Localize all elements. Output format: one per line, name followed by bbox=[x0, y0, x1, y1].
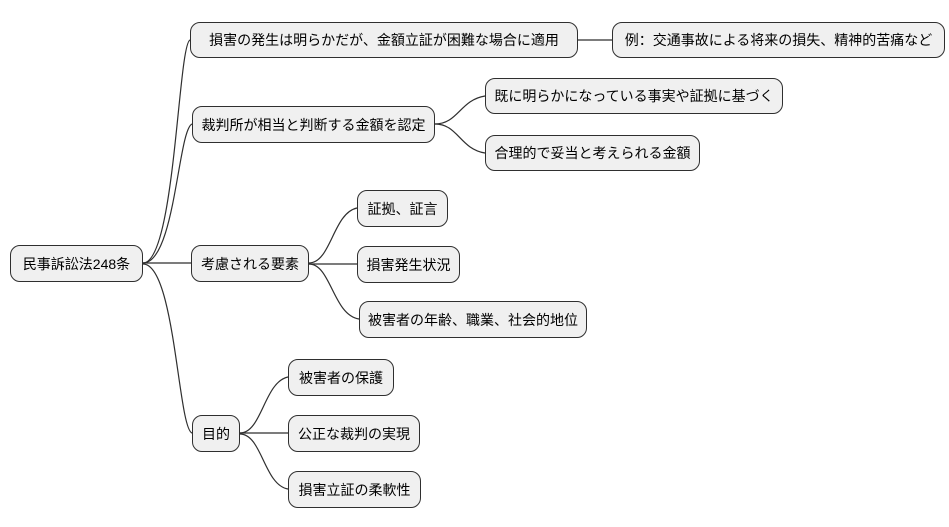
edge-branch4-to-child1 bbox=[239, 376, 289, 434]
edge-branch2-to-child1 bbox=[434, 95, 486, 125]
node-branch-3-child-1: 証拠、証言 bbox=[357, 190, 448, 227]
node-branch-4: 目的 bbox=[192, 415, 240, 452]
node-branch-2-child-1: 既に明らかになっている事実や証拠に基づく bbox=[485, 78, 783, 114]
node-branch-1-label: 損害の発生は明らかだが、金額立証が困難な場合に適用 bbox=[209, 32, 559, 48]
node-branch-2-child-2-label: 合理的で妥当と考えられる金額 bbox=[494, 145, 691, 161]
node-branch-4-child-1: 被害者の保護 bbox=[288, 359, 394, 396]
node-branch-3-child-3-label: 被害者の年齢、職業、社会的地位 bbox=[368, 311, 578, 328]
node-branch-2-label: 裁判所が相当と判断する金額を認定 bbox=[201, 116, 426, 133]
node-branch-2-child-1-label: 既に明らかになっている事実や証拠に基づく bbox=[494, 88, 774, 104]
edge-root-to-branch4 bbox=[142, 263, 193, 434]
node-branch-4-child-2-label: 公正な裁判の実現 bbox=[298, 425, 410, 442]
node-branch-1-child-1-label: 例：交通事故による将来の損失、精神的苦痛など bbox=[624, 32, 933, 48]
node-branch-3-child-2: 損害発生状況 bbox=[357, 246, 460, 283]
node-root: 民事訴訟法248条 bbox=[10, 245, 143, 282]
node-branch-3-child-1-label: 証拠、証言 bbox=[367, 200, 438, 217]
node-branch-1: 損害の発生は明らかだが、金額立証が困難な場合に適用 bbox=[190, 22, 578, 58]
node-branch-4-label: 目的 bbox=[202, 425, 230, 442]
edge-branch4-to-child3 bbox=[239, 433, 289, 490]
node-branch-4-child-1-label: 被害者の保護 bbox=[299, 369, 383, 386]
node-branch-4-child-3-label: 損害立証の柔軟性 bbox=[298, 481, 411, 498]
edge-root-to-branch2 bbox=[142, 123, 193, 264]
node-branch-3-child-2-label: 損害発生状況 bbox=[366, 256, 451, 273]
node-branch-3: 考慮される要素 bbox=[191, 245, 309, 282]
edge-branch3-to-child1 bbox=[308, 207, 358, 264]
node-branch-3-label: 考慮される要素 bbox=[201, 255, 299, 272]
node-branch-4-child-3: 損害立証の柔軟性 bbox=[288, 471, 421, 508]
node-branch-2-child-2: 合理的で妥当と考えられる金額 bbox=[485, 135, 700, 171]
node-root-label: 民事訴訟法248条 bbox=[22, 255, 131, 272]
node-branch-1-child-1: 例：交通事故による将来の損失、精神的苦痛など bbox=[612, 22, 945, 58]
node-branch-2: 裁判所が相当と判断する金額を認定 bbox=[192, 106, 435, 143]
edge-branch3-to-child3 bbox=[308, 263, 360, 320]
node-branch-3-child-3: 被害者の年齢、職業、社会的地位 bbox=[359, 301, 587, 338]
edge-branch2-to-child2 bbox=[434, 123, 486, 154]
node-branch-4-child-2: 公正な裁判の実現 bbox=[288, 415, 420, 452]
edge-root-to-branch1 bbox=[142, 39, 191, 264]
